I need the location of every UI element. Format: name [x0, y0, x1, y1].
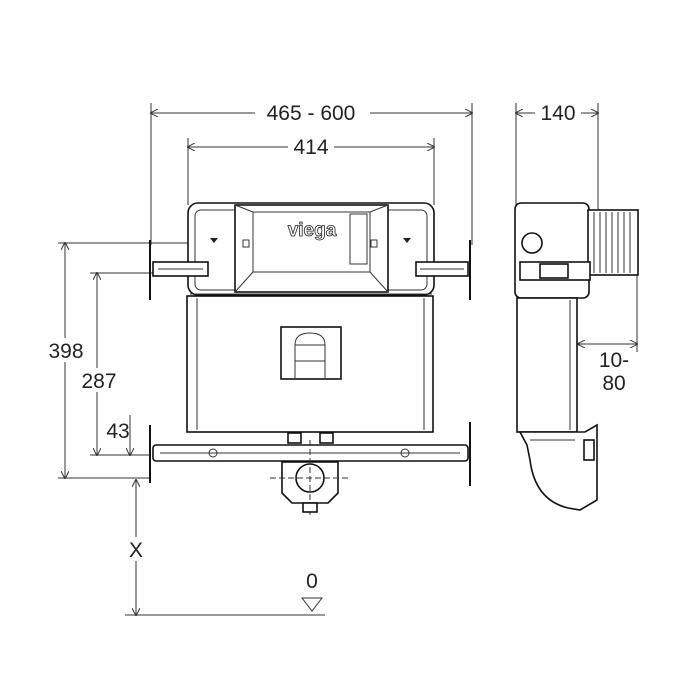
dimension-depth: 140 — [516, 100, 598, 212]
depth-label: 140 — [540, 102, 575, 125]
height-mid-label: 287 — [81, 370, 116, 393]
dimension-variable-x: X — [125, 480, 325, 615]
inspection-window — [280, 326, 342, 380]
module-width-label: 414 — [293, 136, 328, 159]
cistern-front-view: viega — [149, 202, 471, 515]
offset-label-line1: 10- — [599, 349, 629, 372]
floor-level-marker: 0 — [300, 570, 324, 612]
variable-x-label: X — [129, 539, 143, 562]
dimension-height-low: 43 — [106, 415, 130, 455]
dimension-module-width: 414 — [188, 134, 434, 205]
height-total-label: 398 — [48, 340, 83, 363]
dimension-offset: 10- 80 — [578, 275, 637, 395]
floor-level-label: 0 — [306, 570, 318, 593]
level-triangle-icon — [300, 597, 324, 612]
height-low-label: 43 — [106, 420, 129, 443]
cistern-side-view — [514, 202, 639, 511]
dimension-height-mid: 287 — [76, 273, 190, 455]
dimension-height-total: 398 — [40, 243, 215, 478]
dimension-overall-width: 465 - 600 — [151, 100, 472, 245]
offset-label-line2: 80 — [602, 372, 625, 395]
viega-logo: viega — [288, 220, 337, 241]
water-level-icon — [403, 238, 411, 243]
water-level-icon — [210, 238, 218, 243]
overall-width-label: 465 - 600 — [267, 102, 356, 125]
